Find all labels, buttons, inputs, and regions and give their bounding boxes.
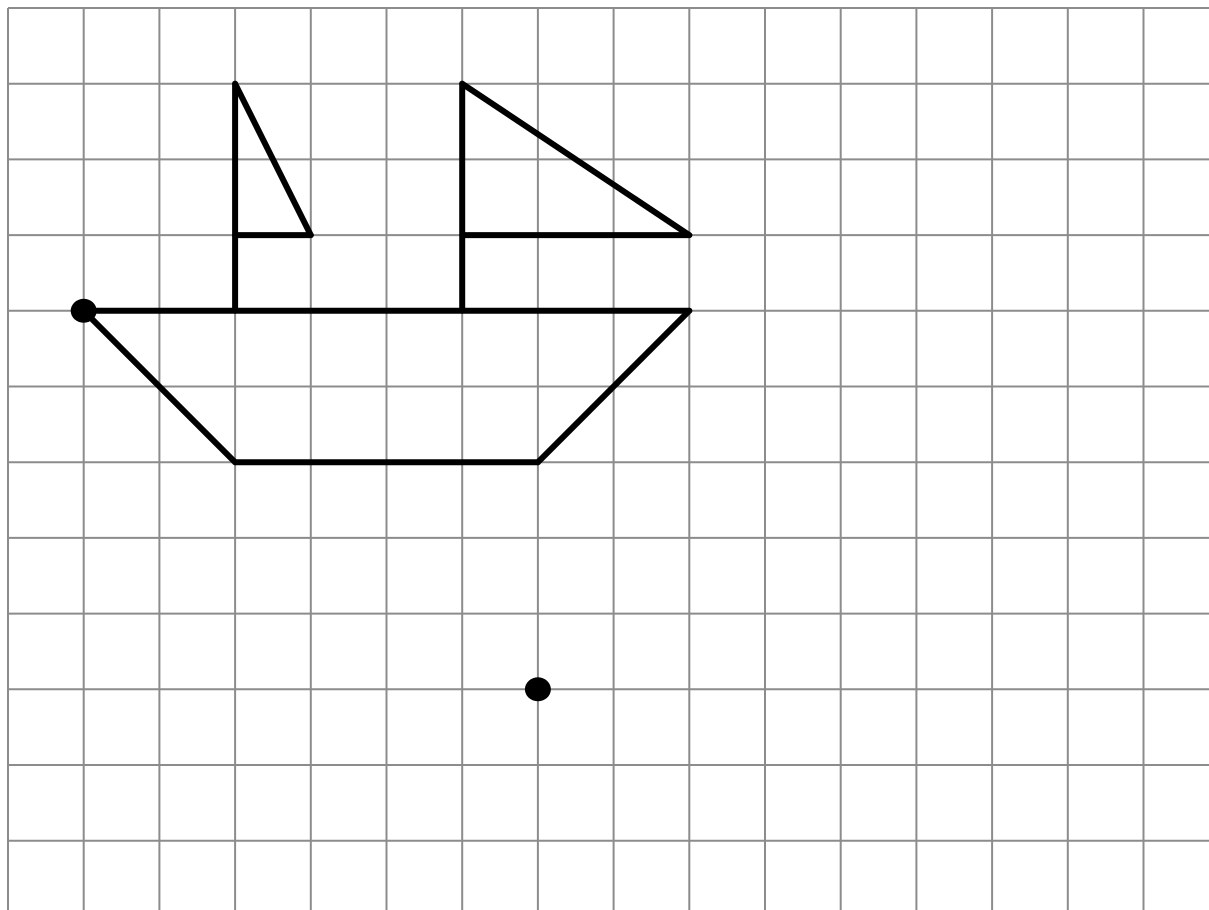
point-hull-left-corner	[71, 299, 97, 323]
point-center	[525, 677, 551, 701]
